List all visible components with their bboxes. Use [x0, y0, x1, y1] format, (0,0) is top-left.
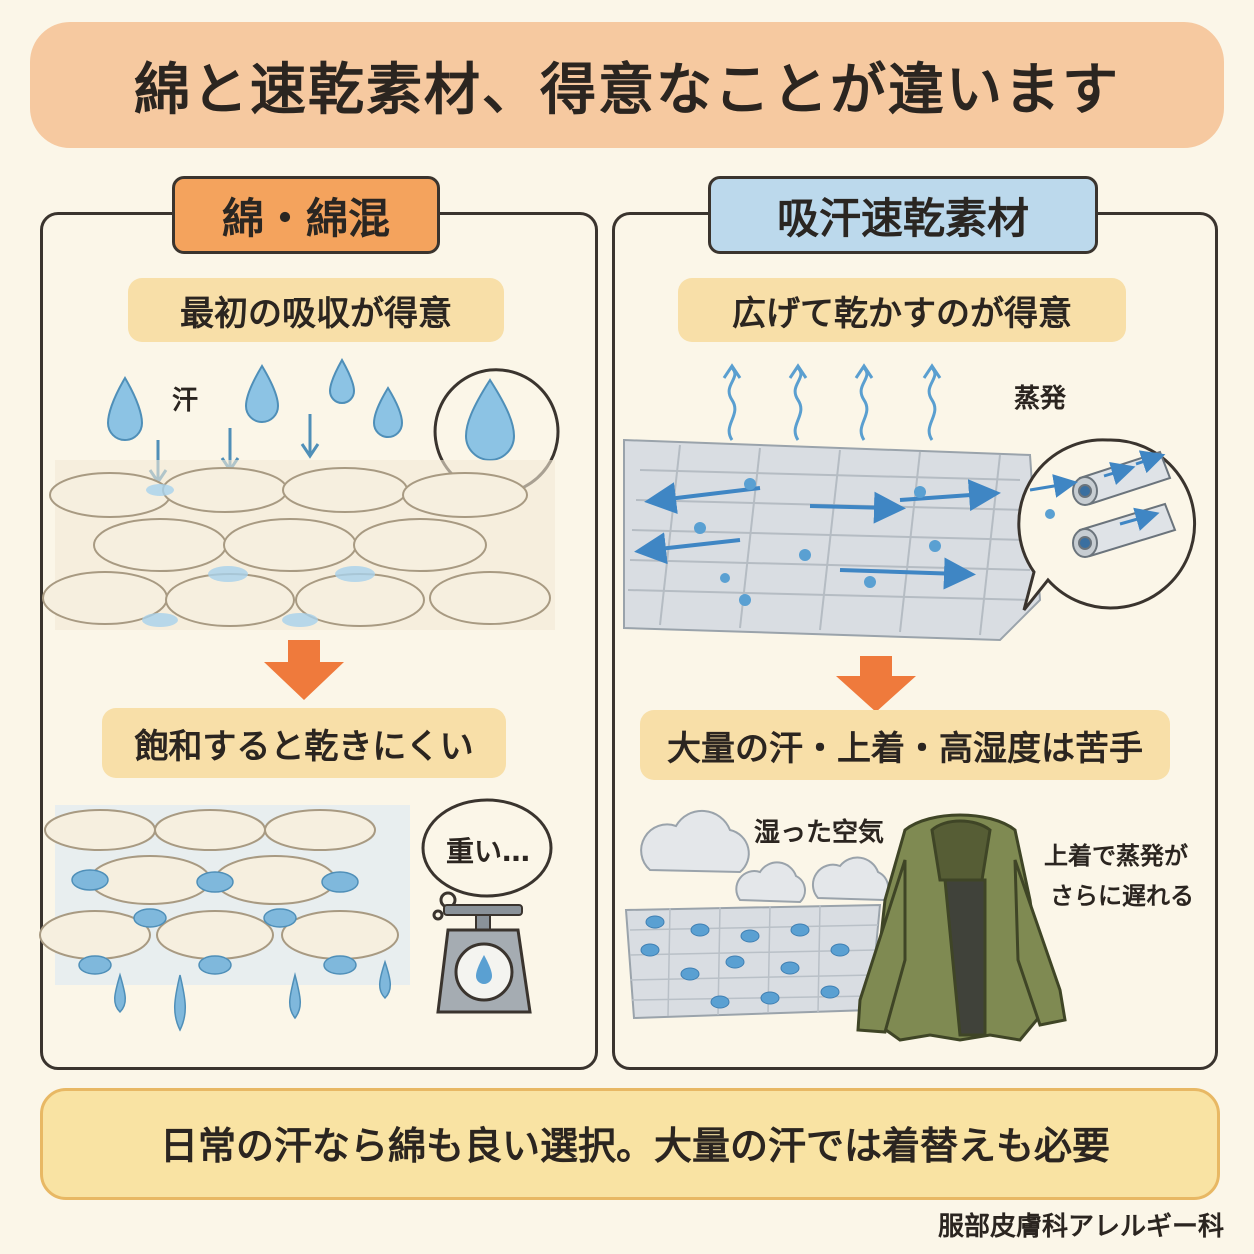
- quickdry-tag: 吸汗速乾素材: [708, 176, 1098, 254]
- down-arrow-icon: [264, 640, 344, 700]
- cotton-weave-dry: [42, 460, 555, 630]
- clinic-name: 服部皮膚科アレルギー科: [937, 1212, 1224, 1242]
- cotton-tag: 綿・綿混: [172, 176, 440, 254]
- jacket-note-line1: 上着で蒸発が: [1044, 842, 1188, 870]
- thought-bubble: [421, 798, 553, 921]
- wet-fabric: [624, 903, 882, 1020]
- cotton-weakness-pill: 飽和すると乾きにくい: [102, 708, 506, 778]
- tip-text: 日常の汗なら綿も良い選択。大量の汗では着替えも必要: [160, 1123, 1111, 1168]
- wavy-arrow-icon: [722, 363, 942, 441]
- thought-text: 重い…: [446, 835, 531, 868]
- zoom-bubble: [1017, 438, 1197, 611]
- jacket-icon: [856, 813, 1067, 1042]
- droplet-icon: [106, 357, 404, 441]
- page-title: 綿と速乾素材、得意なことが違います: [134, 57, 1120, 123]
- cotton-strength-pill: 最初の吸収が得意: [128, 278, 504, 342]
- sweat-label: 汗: [172, 386, 199, 416]
- title-banner: 綿と速乾素材、得意なことが違います: [30, 22, 1224, 148]
- quickdry-strength-pill: 広げて乾かすのが得意: [678, 278, 1126, 342]
- cloud-icon: [640, 809, 890, 904]
- evaporation-label: 蒸発: [1014, 384, 1067, 414]
- cotton-weave-wet: [39, 805, 410, 1032]
- quickdry-fabric: [623, 438, 1042, 642]
- quickdry-weakness-pill: 大量の汗・上着・高湿度は苦手: [640, 710, 1170, 780]
- droplet-icon: [464, 378, 516, 461]
- humid-air-label: 湿った空気: [754, 818, 885, 848]
- tip-bar: [40, 1088, 1220, 1200]
- jacket-note-line2: さらに遅れる: [1050, 882, 1194, 910]
- scale-icon: [436, 904, 532, 1014]
- down-arrow-icon: [836, 656, 916, 712]
